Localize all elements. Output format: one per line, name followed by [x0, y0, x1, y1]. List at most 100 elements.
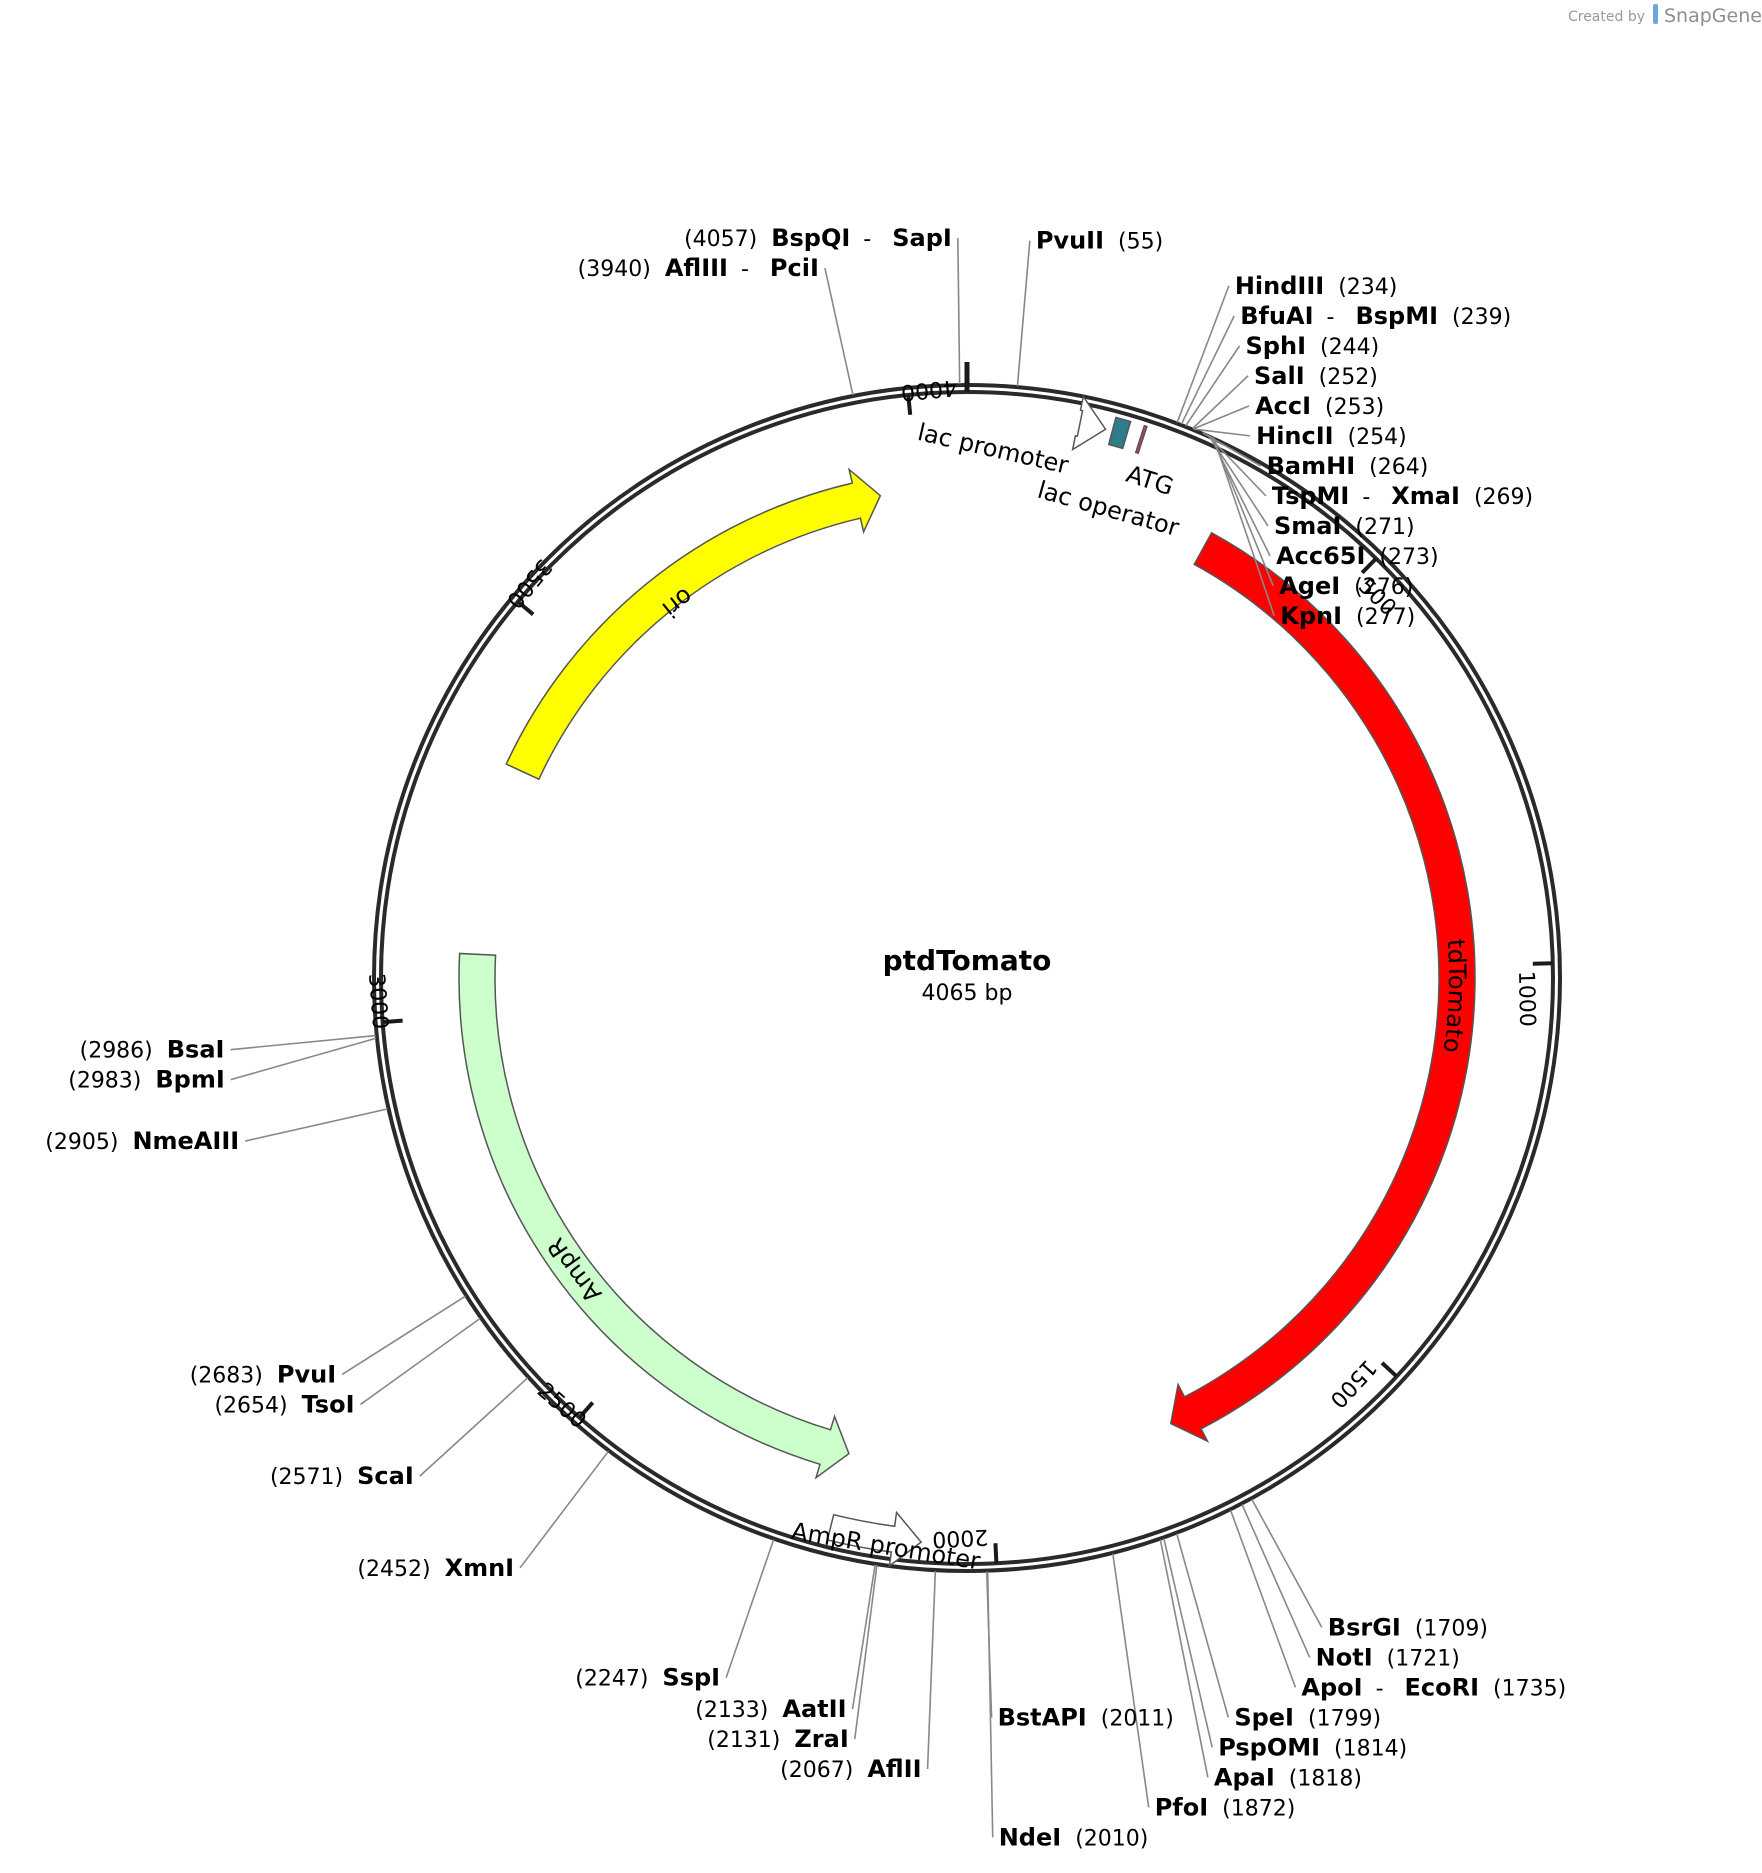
enzyme-name2-afliii: PciI: [770, 254, 819, 282]
enzyme-label-pvuii: PvuII (55): [1036, 227, 1163, 255]
enzyme-position-hindiii: (234): [1338, 275, 1397, 300]
enzyme-leader-sspi: [725, 1539, 775, 1678]
credit-created-by: Created by: [1568, 9, 1645, 25]
enzyme-label-bsrgi: BsrGI(1709): [1328, 1613, 1488, 1641]
enzyme-name-agei: AgeI: [1279, 572, 1340, 600]
enzyme-label-kpni: KpnI(277): [1280, 602, 1415, 630]
enzyme-name-tsoi: TsoI: [302, 1390, 355, 1418]
plasmid-center: ptdTomato 4065 bp: [883, 944, 1052, 1006]
enzyme-name2-apoi: EcoRI: [1405, 1673, 1480, 1701]
enzyme-leader-aflii: [926, 1571, 937, 1770]
enzyme-position-pfoi: (1872): [1222, 1796, 1295, 1821]
tick-label-4000: 4000: [900, 374, 958, 404]
enzyme-label-afliii: (3940)AflIII - PciI: [578, 254, 819, 282]
enzyme-leader-pvuii: [1016, 240, 1031, 387]
enzyme-position-noti: (1721): [1387, 1646, 1460, 1671]
enzyme-name2-tspmi: XmaI: [1391, 482, 1460, 510]
tick-3000: [382, 1018, 403, 1025]
enzyme-leader-bsrgi: [1251, 1498, 1323, 1628]
enzyme-position-bamhi: (264): [1369, 455, 1428, 480]
enzyme-leader-zrai: [853, 1565, 878, 1740]
enzyme-position-scai: (2571): [270, 1465, 343, 1490]
enzyme-name2-bfuai: BspMI: [1355, 302, 1438, 330]
feature-lac-operator: [1107, 416, 1132, 450]
enzyme-name-ndei: NdeI: [999, 1823, 1061, 1851]
credit-brand: SnapGene: [1664, 5, 1762, 27]
enzyme-label-pfoi: PfoI (1872): [1155, 1793, 1296, 1821]
enzyme-label-sspi: (2247) SspI: [575, 1664, 720, 1692]
enzyme-label-tspmi: TspMI - XmaI(269): [1272, 482, 1533, 510]
enzyme-leader-acci: [1193, 405, 1250, 430]
tick-label-1000: 1000: [1513, 971, 1539, 1028]
enzyme-position-sali: (252): [1319, 365, 1378, 390]
enzyme-sep-apoi: -: [1369, 1676, 1391, 1701]
enzyme-label-noti: NotI (1721): [1316, 1643, 1460, 1671]
enzyme-label-ndei: NdeI (2010): [999, 1823, 1149, 1851]
enzyme-leader-apoi: [1229, 1510, 1297, 1688]
enzyme-position-tsoi: (2654): [214, 1393, 287, 1418]
enzyme-name-sspi: SspI: [662, 1664, 720, 1692]
enzyme-label-agei: AgeI(276): [1279, 572, 1413, 600]
enzyme-position-bsai: (2986): [80, 1039, 153, 1064]
enzyme-label-pspomi: PspOMI(1814): [1218, 1733, 1407, 1761]
enzyme-name-hindiii: HindIII: [1235, 272, 1324, 300]
enzyme-label-aatii: (2133)AatII: [695, 1695, 846, 1723]
enzyme-name-aatii: AatII: [782, 1695, 846, 1723]
enzyme-name-scai: ScaI: [357, 1462, 414, 1490]
enzyme-name-bpmi: BpmI: [155, 1066, 224, 1094]
enzyme-position-apoi: (1735): [1493, 1676, 1566, 1701]
enzyme-name-sphi: SphI: [1246, 332, 1306, 360]
feature-ori: [505, 467, 882, 781]
enzyme-label-apai: ApaI(1818): [1214, 1763, 1362, 1791]
enzyme-position-pspomi: (1814): [1334, 1736, 1407, 1761]
feature-label-tdtomato: tdTomato: [1437, 938, 1471, 1054]
enzyme-leader-bspqi: [957, 238, 961, 385]
tick-2500: [577, 1401, 595, 1419]
enzyme-position-bspqi: (4057): [684, 227, 757, 252]
enzyme-name-noti: NotI: [1316, 1643, 1373, 1671]
enzyme-label-bfuai: BfuAI - BspMI(239): [1240, 302, 1511, 330]
enzyme-position-tspmi: (269): [1474, 485, 1533, 510]
enzyme-label-sali: SalI(252): [1254, 362, 1378, 390]
enzyme-name-afliii: AflIII: [665, 254, 728, 282]
enzyme-position-ndei: (2010): [1075, 1826, 1148, 1851]
snapgene-credit: Created by SnapGene: [1568, 4, 1762, 27]
enzyme-leader-noti: [1241, 1504, 1311, 1658]
feature-lac-promoter: [1071, 394, 1107, 451]
enzyme-position-sspi: (2247): [575, 1667, 648, 1692]
enzyme-position-aflii: (2067): [780, 1758, 853, 1783]
enzyme-position-spei: (1799): [1308, 1706, 1381, 1731]
enzyme-leader-sali: [1192, 375, 1249, 430]
enzyme-name-apoi: ApoI: [1301, 1673, 1362, 1701]
enzyme-position-zrai: (2131): [707, 1728, 780, 1753]
enzyme-name-smai: SmaI: [1274, 512, 1341, 540]
tick-label-2000: 2000: [932, 1524, 989, 1552]
enzyme-name-pfoi: PfoI: [1155, 1793, 1208, 1821]
tick-500: [1360, 557, 1378, 575]
enzyme-name-bamhi: BamHI: [1267, 452, 1356, 480]
enzyme-position-bsrgi: (1709): [1415, 1616, 1488, 1641]
enzyme-position-bfuai: (239): [1452, 305, 1511, 330]
enzyme-name-acci: AccI: [1255, 392, 1311, 420]
tick-label-3000: 3000: [363, 972, 392, 1030]
enzyme-label-acci: AccI(253): [1255, 392, 1384, 420]
feature-label-lac-promoter: lac promoter: [915, 418, 1071, 479]
feature-tdtomato: [1169, 531, 1476, 1443]
enzyme-leader-pspomi: [1163, 1538, 1213, 1748]
enzyme-leader-bsai: [230, 1034, 376, 1051]
enzyme-label-bamhi: BamHI (264): [1267, 452, 1429, 480]
tick-label-2500: 2500: [532, 1378, 591, 1434]
enzyme-leader-agei: [1212, 436, 1274, 587]
enzyme-name-aflii: AflII: [867, 1755, 921, 1783]
plasmid-name: ptdTomato: [883, 944, 1052, 977]
enzyme-position-apai: (1818): [1289, 1766, 1362, 1791]
enzyme-position-pvuii: (55): [1118, 230, 1163, 255]
enzyme-leader-bstapi: [985, 1571, 993, 1718]
feature-label-text-tdtomato: tdTomato: [1437, 938, 1471, 1054]
enzyme-leader-sphi: [1185, 345, 1241, 427]
enzyme-sep-afliii: -: [734, 257, 756, 282]
enzyme-name-pvuii: PvuII: [1036, 227, 1104, 255]
enzyme-label-scai: (2571) ScaI: [270, 1462, 414, 1490]
feature-ampr: [458, 952, 850, 1480]
